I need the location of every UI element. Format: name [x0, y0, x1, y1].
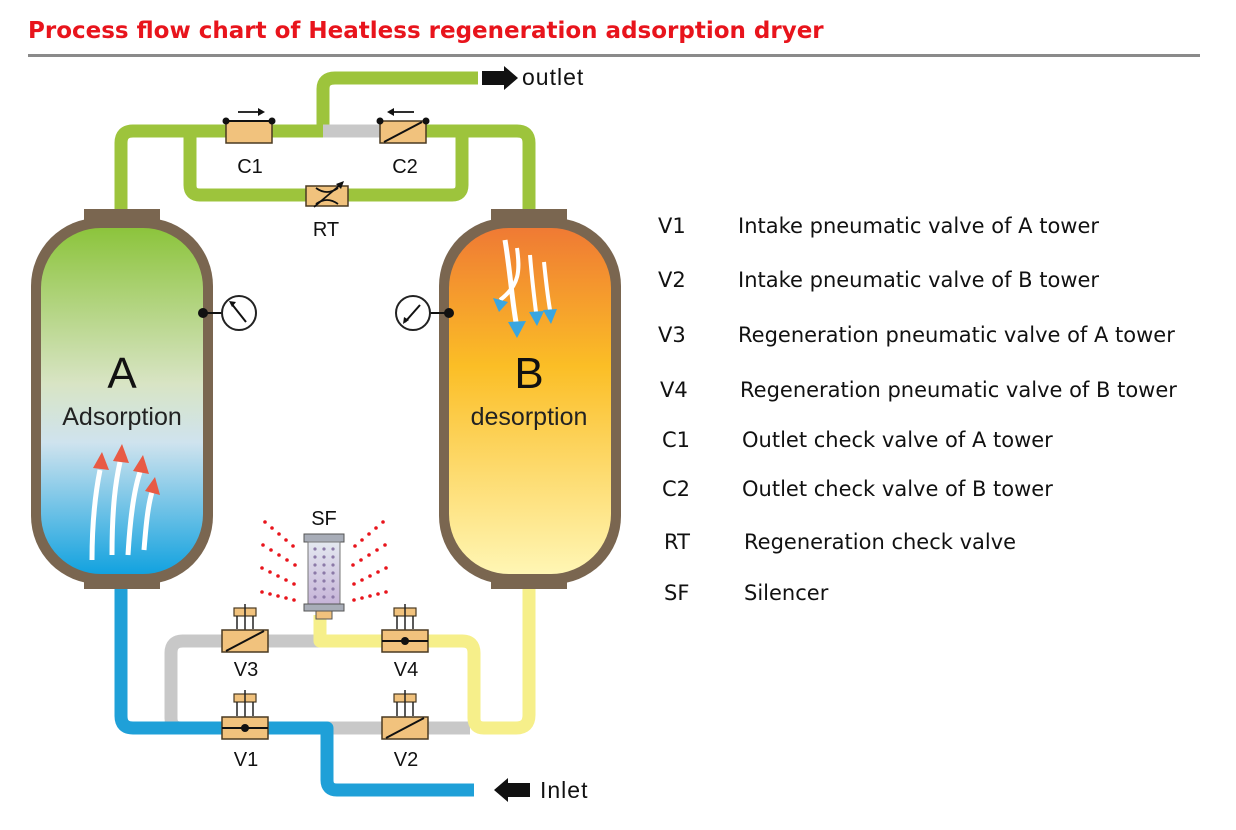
- pipe-inlet-flow: [114, 585, 474, 797]
- check-valve-c1: C1: [222, 108, 276, 178]
- tower-a-flow-arrows: [89, 444, 160, 561]
- page-title: Process flow chart of Heatless regenerat…: [28, 18, 824, 44]
- label-sf: SF: [311, 508, 337, 530]
- legend-code: RT: [664, 530, 690, 554]
- throttle-valve-rt: RT: [305, 181, 349, 241]
- silencer-neck: [315, 610, 333, 620]
- flow-arrow-icon: [498, 247, 521, 302]
- legend-code: V3: [658, 323, 686, 347]
- flow-arrow-icon: [109, 461, 123, 556]
- pneumatic-valve-v2: V2: [381, 690, 429, 771]
- flow-arrow-icon: [542, 261, 552, 311]
- flow-arrow-icon: [502, 239, 519, 323]
- label-v2: V2: [394, 749, 418, 771]
- pipe-regen-flow: [313, 585, 536, 735]
- arrow-right-icon: [482, 66, 518, 90]
- pressure-gauge-b: [395, 295, 454, 331]
- legend-code: V1: [658, 214, 686, 238]
- pressure-gauge-a: [198, 295, 257, 331]
- flow-arrow-icon: [508, 321, 526, 338]
- outlet-label: outlet: [522, 64, 584, 90]
- check-valve-c2: C2: [376, 108, 430, 178]
- tower-b-body: [449, 228, 611, 574]
- silencer-sf: SF: [260, 508, 388, 620]
- outlet-marker: outlet: [482, 64, 584, 90]
- flow-arrow-icon: [493, 298, 508, 312]
- flow-direction-arrow: [258, 108, 265, 116]
- tower-a: A Adsorption: [31, 209, 213, 589]
- label-rt: RT: [313, 219, 339, 241]
- lower-pipes: [114, 585, 536, 797]
- pipe-outlet: [316, 71, 478, 131]
- pneumatic-valve-v1: V1: [221, 690, 269, 771]
- exhaust-dots-left: [260, 520, 297, 602]
- flow-arrow-icon: [125, 471, 143, 556]
- title-underline: [28, 54, 1200, 57]
- silencer-perforations: [313, 547, 335, 599]
- legend-desc: Outlet check valve of B tower: [742, 477, 1053, 501]
- silencer-cap-top: [303, 533, 345, 543]
- flow-arrow-icon: [89, 469, 103, 561]
- flow-arrow-icon: [141, 491, 155, 551]
- legend-code: C1: [662, 428, 691, 452]
- legend-desc: Regeneration check valve: [744, 530, 1017, 554]
- label-v3: V3: [234, 659, 258, 681]
- legend-code: C2: [662, 477, 691, 501]
- legend-code: V4: [660, 378, 688, 402]
- tower-a-state: Adsorption: [62, 403, 182, 431]
- inlet-marker: Inlet: [494, 777, 588, 803]
- label-v4: V4: [394, 659, 418, 681]
- pneumatic-valve-v3: V3: [221, 604, 269, 681]
- exhaust-dots-right: [351, 520, 388, 602]
- label-v1: V1: [234, 749, 258, 771]
- legend-desc: Regeneration pneumatic valve of B tower: [740, 378, 1177, 402]
- flow-arrow-icon: [145, 477, 160, 495]
- label-c1: C1: [237, 156, 263, 178]
- legend-desc: Silencer: [744, 581, 829, 605]
- pipe-b-top: [420, 124, 536, 212]
- check-valve-icon: [225, 120, 273, 144]
- pipe-a-top: [114, 124, 323, 212]
- flow-direction-arrow: [387, 108, 394, 116]
- flow-arrow-icon: [543, 309, 557, 324]
- legend-desc: Intake pneumatic valve of B tower: [738, 268, 1100, 292]
- tower-b: B desorption: [439, 209, 621, 589]
- tower-a-letter: A: [107, 349, 137, 398]
- legend-code: V2: [658, 268, 686, 292]
- tower-b-state: desorption: [471, 403, 588, 431]
- inlet-label: Inlet: [540, 777, 588, 803]
- legend-desc: Regeneration pneumatic valve of A tower: [738, 323, 1175, 347]
- silencer-cap-bottom: [303, 603, 345, 612]
- tower-b-flow-arrows: [493, 239, 557, 338]
- legend-desc: Intake pneumatic valve of A tower: [738, 214, 1100, 238]
- flow-arrow-icon: [93, 452, 109, 470]
- pneumatic-valve-v4: V4: [381, 604, 429, 681]
- tower-b-letter: B: [514, 349, 543, 398]
- label-c2: C2: [392, 156, 418, 178]
- legend-desc: Outlet check valve of A tower: [742, 428, 1053, 452]
- tower-a-body: [41, 228, 203, 574]
- flow-arrow-icon: [528, 254, 538, 313]
- flow-arrow-icon: [133, 455, 149, 474]
- flow-arrow-icon: [529, 311, 544, 326]
- flow-arrow-icon: [113, 444, 129, 463]
- legend-code: SF: [664, 581, 690, 605]
- arrow-left-icon: [494, 778, 530, 802]
